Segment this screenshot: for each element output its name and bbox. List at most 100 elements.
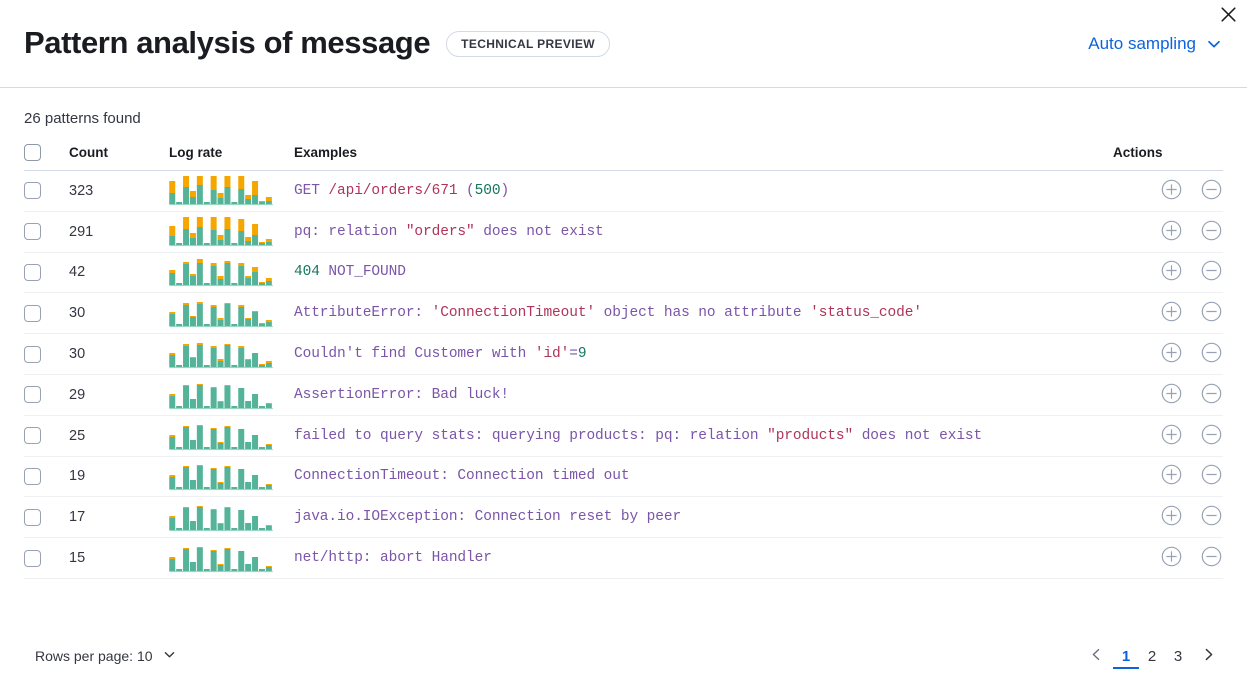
table-row[interactable]: 30 Couldn't find Customer with 'id'=9	[24, 334, 1223, 375]
example-token-text: =	[569, 346, 578, 363]
filter-out-value-button[interactable]	[1199, 220, 1223, 244]
filter-for-value-button[interactable]	[1159, 179, 1183, 203]
row-checkbox[interactable]	[24, 182, 41, 200]
select-all-checkbox[interactable]	[24, 144, 41, 161]
row-example: 404 NOT_FOUND	[294, 252, 1113, 293]
row-count: 29	[69, 386, 86, 403]
row-actions-cell	[1113, 415, 1223, 456]
row-checkbox[interactable]	[24, 427, 41, 445]
plus-in-circle-icon	[1161, 179, 1182, 203]
minus-in-circle-icon	[1201, 342, 1222, 366]
example-token-text: java.io.IOException: Connection reset by…	[294, 509, 682, 526]
minus-in-circle-icon	[1201, 383, 1222, 407]
row-actions-cell	[1113, 334, 1223, 375]
row-checkbox[interactable]	[24, 345, 41, 363]
auto-sampling-dropdown[interactable]: Auto sampling	[1088, 34, 1223, 54]
row-checkbox[interactable]	[24, 263, 41, 281]
filter-out-value-button[interactable]	[1199, 546, 1223, 570]
minus-in-circle-icon	[1201, 464, 1222, 488]
column-header-examples[interactable]: Examples	[294, 144, 1113, 171]
filter-out-value-button[interactable]	[1199, 505, 1223, 529]
row-example: failed to query stats: querying products…	[294, 415, 1113, 456]
filter-out-value-button[interactable]	[1199, 464, 1223, 488]
chevron-down-icon	[162, 647, 177, 665]
column-header-count[interactable]: Count	[69, 144, 169, 171]
row-checkbox[interactable]	[24, 223, 41, 241]
row-log-rate-cell	[169, 538, 294, 579]
row-select-cell	[24, 171, 69, 212]
filter-for-value-button[interactable]	[1159, 546, 1183, 570]
row-checkbox[interactable]	[24, 386, 41, 404]
plus-in-circle-icon	[1161, 342, 1182, 366]
log-rate-sparkline	[169, 543, 294, 573]
filter-for-value-button[interactable]	[1159, 505, 1183, 529]
filter-for-value-button[interactable]	[1159, 220, 1183, 244]
row-select-cell	[24, 252, 69, 293]
filter-out-value-button[interactable]	[1199, 179, 1223, 203]
example-token-text: failed to query stats: querying products…	[294, 427, 768, 444]
page-number-button[interactable]: 3	[1165, 641, 1191, 671]
column-header-log-rate[interactable]: Log rate	[169, 144, 294, 171]
row-count: 15	[69, 550, 86, 567]
row-checkbox[interactable]	[24, 304, 41, 322]
log-rate-sparkline	[169, 461, 294, 491]
row-actions-cell	[1113, 538, 1223, 579]
next-page-button[interactable]	[1193, 641, 1223, 671]
row-log-rate-cell	[169, 374, 294, 415]
row-log-rate-cell	[169, 456, 294, 497]
example-token-text: does not exist	[474, 223, 604, 240]
page-number-button[interactable]: 1	[1113, 645, 1139, 669]
row-checkbox[interactable]	[24, 467, 41, 485]
filter-for-value-button[interactable]	[1159, 342, 1183, 366]
previous-page-button[interactable]	[1081, 641, 1111, 671]
row-checkbox[interactable]	[24, 549, 41, 567]
plus-in-circle-icon	[1161, 383, 1182, 407]
filter-out-value-button[interactable]	[1199, 424, 1223, 448]
page-number-button[interactable]: 2	[1139, 641, 1165, 671]
row-log-rate-cell	[169, 211, 294, 252]
log-rate-sparkline	[169, 257, 294, 287]
rows-per-page-selector[interactable]: Rows per page: 10	[24, 647, 177, 665]
row-select-cell	[24, 497, 69, 538]
row-select-cell	[24, 415, 69, 456]
row-count: 30	[69, 346, 86, 363]
row-count: 19	[69, 468, 86, 485]
example-token-number: 9	[577, 346, 587, 363]
row-select-cell	[24, 334, 69, 375]
filter-out-value-button[interactable]	[1199, 383, 1223, 407]
example-token-text: )	[500, 182, 510, 199]
row-log-rate-cell	[169, 334, 294, 375]
filter-for-value-button[interactable]	[1159, 301, 1183, 325]
chevron-left-icon	[1089, 647, 1104, 665]
row-example: Couldn't find Customer with 'id'=9	[294, 334, 1113, 375]
technical-preview-badge: TECHNICAL PREVIEW	[446, 30, 610, 57]
filter-for-value-button[interactable]	[1159, 383, 1183, 407]
row-actions-cell	[1113, 171, 1223, 212]
filter-for-value-button[interactable]	[1159, 260, 1183, 284]
filter-for-value-button[interactable]	[1159, 464, 1183, 488]
row-count: 17	[69, 509, 86, 526]
log-rate-sparkline	[169, 502, 294, 532]
filter-out-value-button[interactable]	[1199, 342, 1223, 366]
plus-in-circle-icon	[1161, 505, 1182, 529]
chevron-right-icon	[1201, 647, 1216, 665]
row-checkbox[interactable]	[24, 508, 41, 526]
example-token-text: NOT_FOUND	[319, 264, 406, 281]
filter-out-value-button[interactable]	[1199, 301, 1223, 325]
close-button[interactable]	[1214, 2, 1242, 30]
table-row[interactable]: 17 java.io.IOException: Connection reset …	[24, 497, 1223, 538]
row-actions-cell	[1113, 252, 1223, 293]
row-select-cell	[24, 456, 69, 497]
filter-for-value-button[interactable]	[1159, 424, 1183, 448]
filter-out-value-button[interactable]	[1199, 260, 1223, 284]
